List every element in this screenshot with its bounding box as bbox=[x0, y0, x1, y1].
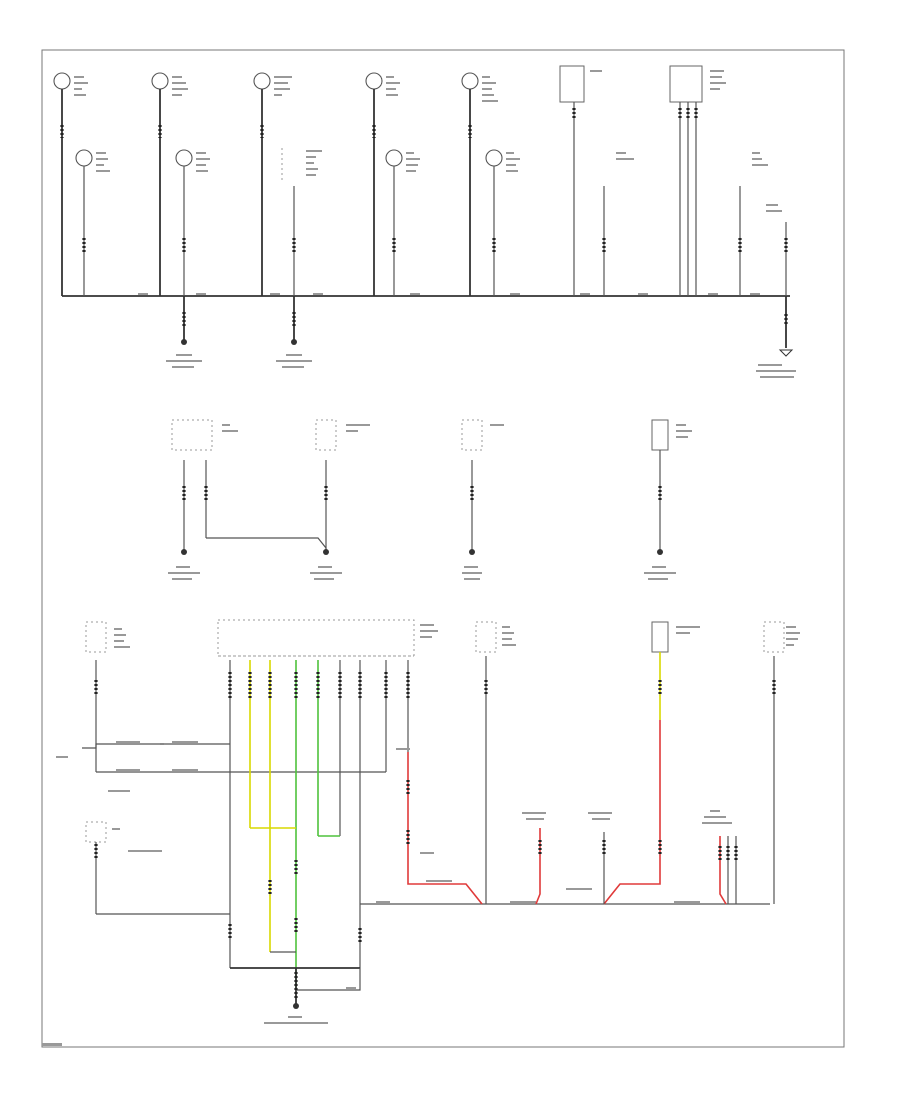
top-ground-bus bbox=[62, 293, 790, 297]
bottom-right-bus bbox=[360, 748, 770, 905]
connector-pins bbox=[228, 660, 410, 990]
lamp-lower-4 bbox=[385, 149, 420, 296]
middle-component-3 bbox=[461, 419, 504, 580]
lamp-upper-1 bbox=[53, 72, 88, 296]
bottom-component-b bbox=[603, 621, 700, 905]
middle-component-4 bbox=[644, 419, 692, 580]
ground-drop-top-3 bbox=[756, 296, 796, 378]
module-box-top-1 bbox=[559, 65, 602, 296]
middle-component-2 bbox=[310, 419, 370, 580]
connector-lower-8 bbox=[766, 204, 788, 296]
diagram-frame bbox=[41, 49, 845, 1048]
lamp-lower-2 bbox=[175, 149, 210, 296]
diagram-id-stamp bbox=[42, 1043, 62, 1046]
bottom-component-c bbox=[763, 621, 800, 904]
lamp-upper-5 bbox=[461, 72, 498, 296]
lamp-upper-3 bbox=[253, 72, 292, 296]
pin-interconnects bbox=[228, 827, 362, 953]
bottom-left-branches bbox=[82, 741, 386, 773]
middle-component-1 bbox=[168, 419, 238, 580]
lamp-upper-2 bbox=[151, 72, 188, 296]
bottom-sensor-3 bbox=[702, 810, 738, 905]
connector-lower-6 bbox=[602, 152, 634, 296]
bottom-left-lower-component bbox=[85, 821, 230, 915]
main-multipin-connector bbox=[217, 619, 438, 657]
ground-drop-top-1 bbox=[166, 296, 202, 368]
connector-lower-7 bbox=[738, 152, 768, 296]
ground-drop-top-2 bbox=[276, 296, 312, 368]
switch-lower-3 bbox=[281, 148, 322, 296]
bottom-sensor-1 bbox=[522, 812, 546, 905]
module-box-top-2 bbox=[669, 65, 726, 296]
bottom-left-component bbox=[56, 621, 130, 792]
bottom-sensor-2 bbox=[588, 812, 612, 904]
bottom-component-a bbox=[475, 621, 516, 904]
lamp-lower-5 bbox=[485, 149, 520, 296]
main-ground-point bbox=[230, 967, 361, 1024]
lamp-upper-4 bbox=[365, 72, 400, 296]
middle-wire-jumper bbox=[206, 537, 327, 552]
lamp-lower-1 bbox=[75, 149, 110, 296]
